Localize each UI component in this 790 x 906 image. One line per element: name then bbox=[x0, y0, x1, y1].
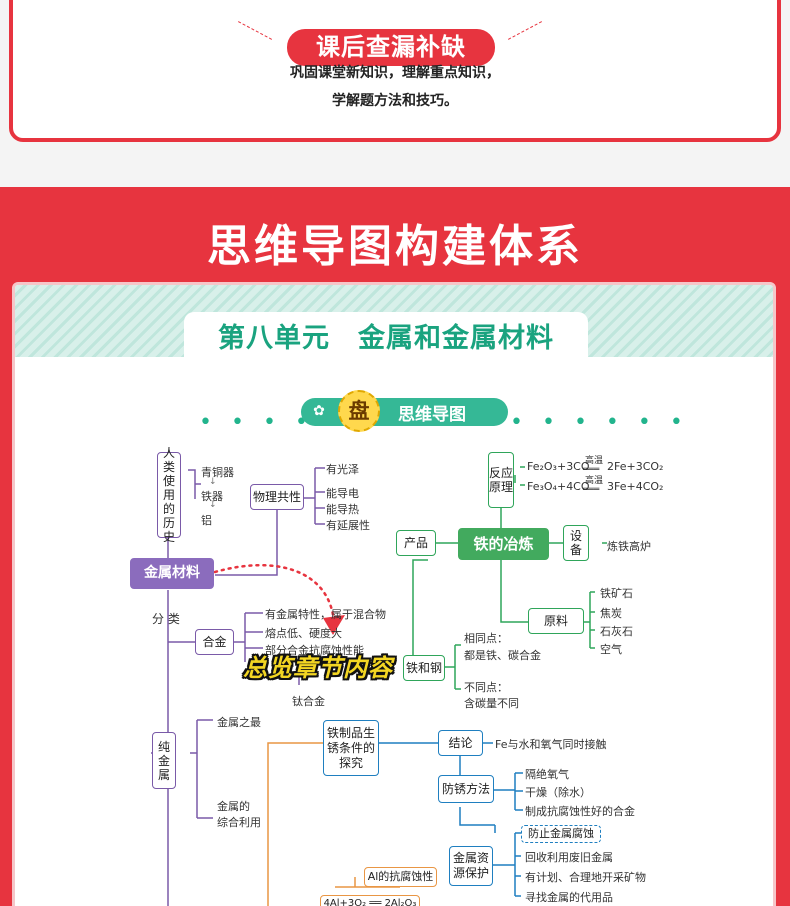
pure-item: 金属的 bbox=[217, 800, 250, 813]
physical-item: 能导电 bbox=[326, 487, 359, 500]
product-box: 产品 bbox=[396, 530, 436, 556]
protect-box: 金属资源保护 bbox=[449, 846, 493, 886]
mindmap-panel: 第八单元 金属和金属材料 • • • • • • • • • • • • • ✿… bbox=[12, 282, 776, 906]
down-arrow-icon: ↓ bbox=[209, 500, 217, 510]
anti-item: 隔绝氧气 bbox=[525, 768, 569, 781]
equals-sign: ═══ bbox=[583, 485, 600, 495]
ti-alloy: 钛合金 bbox=[292, 695, 325, 708]
conclusion-text: Fe与水和氧气同时接触 bbox=[495, 738, 607, 751]
protect-item: 回收利用废旧金属 bbox=[525, 851, 613, 864]
same-text: 都是铁、碳合金 bbox=[464, 649, 541, 662]
eq1-cond: 高温 bbox=[585, 456, 604, 466]
down-arrow-icon: ↓ bbox=[209, 477, 217, 487]
section-label: 思维导图 bbox=[398, 405, 466, 425]
section-title: 思维导图构建体系 bbox=[207, 221, 583, 272]
review-desc-line1: 巩固课堂新知识，理解重点知识， bbox=[290, 65, 500, 81]
review-title: 课后查漏补缺 bbox=[287, 29, 495, 66]
raw-box: 原料 bbox=[528, 608, 584, 634]
equals-sign: ═══ bbox=[583, 465, 600, 475]
physical-box: 物理共性 bbox=[250, 484, 304, 510]
pure-item: 综合利用 bbox=[217, 816, 261, 829]
metal-materials-box: 金属材料 bbox=[130, 558, 214, 589]
mindmap-connectors bbox=[151, 466, 607, 906]
physical-item: 有延展性 bbox=[326, 519, 370, 532]
anti-rust-box: 防锈方法 bbox=[438, 775, 494, 803]
history-box: 人类使用的历史 bbox=[157, 446, 181, 544]
same-title: 相同点： bbox=[464, 632, 508, 645]
conclusion-box: 结论 bbox=[438, 730, 483, 756]
section-pill bbox=[301, 398, 508, 426]
protect-item: 防止金属腐蚀 bbox=[521, 825, 601, 843]
alloy-item: 熔点低、硬度大 bbox=[265, 627, 342, 640]
unit-title: 第八单元 金属和金属材料 bbox=[184, 312, 588, 362]
history-item: 铁器 bbox=[201, 490, 223, 503]
section-badge: 盘 bbox=[338, 390, 380, 432]
eq2-left: Fe₃O₄+4CO bbox=[527, 480, 590, 493]
classify-label: 分 类 bbox=[152, 612, 180, 626]
review-desc-line2: 学解题方法和技巧。 bbox=[332, 93, 458, 109]
anti-item: 制成抗腐蚀性好的合金 bbox=[525, 805, 635, 818]
al-resist-box: Al的抗腐蚀性 bbox=[364, 867, 437, 887]
flower-icon: ✿ bbox=[313, 403, 325, 419]
alloy-box: 合金 bbox=[195, 629, 234, 655]
diff-title: 不同点： bbox=[464, 681, 508, 694]
equipment-title: 设备 bbox=[569, 529, 582, 557]
alloy-item: 部分合金抗腐蚀性能 bbox=[265, 644, 364, 657]
iron-steel-box: 铁和钢 bbox=[403, 655, 445, 681]
raw-item: 空气 bbox=[600, 643, 622, 656]
reaction-box: 反应原理 bbox=[488, 452, 514, 508]
raw-item: 铁矿石 bbox=[600, 587, 633, 600]
pure-item: 金属之最 bbox=[217, 716, 261, 729]
physical-item: 能导热 bbox=[326, 503, 359, 516]
history-item: 铝 bbox=[201, 514, 212, 527]
history-item: 青铜器 bbox=[201, 466, 234, 479]
iron-smelt-box: 铁的冶炼 bbox=[458, 528, 549, 560]
al-equation: 4Al+3O₂ ══ 2Al₂O₃ bbox=[320, 895, 420, 906]
eq2-right: 3Fe+4CO₂ bbox=[607, 480, 664, 493]
furnace-label: 炼铁高炉 bbox=[607, 540, 651, 553]
physical-item: 有光泽 bbox=[326, 463, 359, 476]
raw-item: 石灰石 bbox=[600, 625, 633, 638]
anti-item: 干燥（除水） bbox=[525, 786, 591, 799]
pure-metal-box: 纯金属 bbox=[152, 732, 176, 789]
alloy-item: 有金属特性，属于混合物 bbox=[265, 608, 386, 621]
overview-overlay: 总览章节内容 bbox=[243, 654, 393, 682]
eq1-left: Fe₂O₃+3CO bbox=[527, 460, 590, 473]
review-card bbox=[9, 0, 781, 142]
eq1-right: 2Fe+3CO₂ bbox=[607, 460, 664, 473]
reaction-title: 反应原理 bbox=[489, 466, 514, 494]
protect-item: 寻找金属的代用品 bbox=[525, 891, 613, 904]
rust-explore-box: 铁制品生锈条件的探究 bbox=[323, 720, 379, 776]
protect-item: 有计划、合理地开采矿物 bbox=[525, 871, 646, 884]
protect-text: 金属资源保护 bbox=[452, 851, 489, 880]
history-title: 人类使用的历史 bbox=[162, 446, 175, 544]
pure-metal-title: 纯金属 bbox=[157, 739, 170, 782]
equipment-box: 设备 bbox=[563, 525, 589, 561]
rust-explore-text: 铁制品生锈条件的探究 bbox=[327, 725, 376, 770]
eq2-cond: 高温 bbox=[585, 476, 604, 486]
raw-item: 焦炭 bbox=[600, 607, 622, 620]
diff-text: 含碳量不同 bbox=[464, 697, 519, 710]
